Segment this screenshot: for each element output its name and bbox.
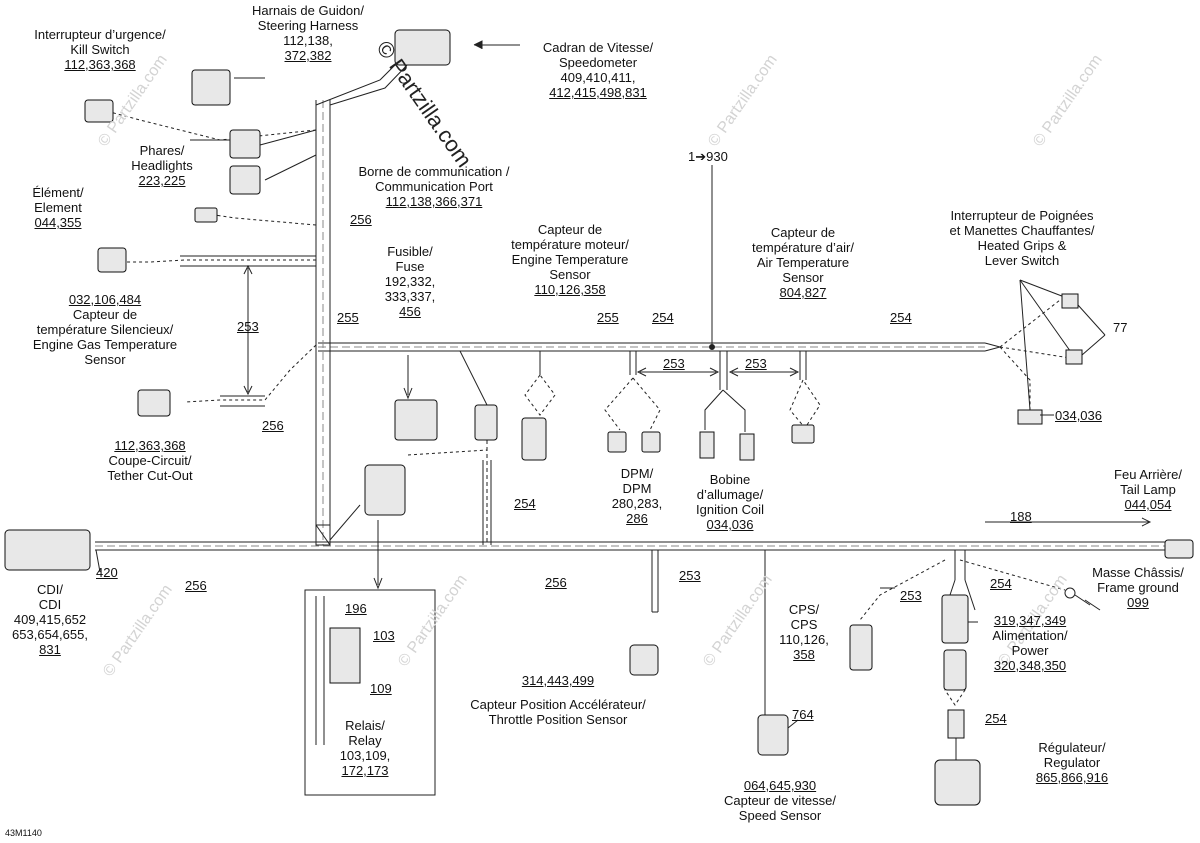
speedometer-label: Cadran de Vitesse/Speedometer 409,410,41…: [542, 40, 654, 100]
callout-255: 255: [337, 310, 359, 325]
steering-harness-label: Harnais de Guidon/Steering Harness 112,1…: [251, 3, 365, 63]
fuse-box-shape: [394, 399, 438, 441]
grips-connector-shape-1: [1061, 293, 1079, 309]
callout-253: 253: [745, 356, 767, 371]
callout-254: 254: [514, 496, 536, 511]
steering-harness-connector-shape: [191, 69, 231, 106]
regulator-label: Régulateur/Regulator 865,866,916: [1035, 740, 1109, 785]
callout-254: 254: [985, 711, 1007, 726]
throttle-sensor-connector-shape: [629, 644, 659, 676]
element-label: Élément/Element 044,355: [32, 185, 84, 230]
power-connector-shape-2: [943, 649, 967, 691]
speed-sensor-label: 064,645,930 Capteur de vitesse/Speed Sen…: [723, 778, 837, 823]
tail-lamp-label: Feu Arrière/Tail Lamp 044,054: [1114, 467, 1182, 512]
headlight-connector-shape-2: [229, 165, 261, 195]
gas-temp-connector-shape: [97, 247, 127, 273]
grips-connector-shape-2: [1065, 349, 1083, 365]
frame-ground-ring: [1064, 587, 1076, 599]
callout-255: 255: [597, 310, 619, 325]
callout-256: 256: [350, 212, 372, 227]
engine-temp-connector-shape: [521, 417, 547, 461]
fuse-label: Fusible/Fuse 192,332,333,337, 456: [384, 244, 436, 319]
throttle-label: 314,443,499: [521, 673, 595, 688]
relay-shape: [329, 627, 361, 684]
callout-253: 253: [679, 568, 701, 583]
cdi-module-shape: [4, 529, 91, 571]
callout-930: 1➔930: [688, 149, 728, 164]
ignition-coil-terminal-1: [699, 431, 715, 459]
speedometer-connector-shape: [394, 29, 451, 66]
frame-ground-label: Masse Châssis/Frame ground 099: [1092, 565, 1184, 610]
regulator-connector-shape: [934, 759, 981, 806]
callout-256: 256: [262, 418, 284, 433]
callout-254: 254: [990, 576, 1012, 591]
callout-77: 77: [1113, 320, 1128, 335]
speed-sensor-connector-shape: [757, 714, 789, 756]
cps-connector-shape: [849, 624, 873, 671]
callout-764: 764: [792, 707, 814, 722]
regulator-lead-shape: [947, 709, 965, 739]
callout-420: 420: [96, 565, 118, 580]
air-temp-connector-shape: [791, 424, 815, 444]
tether-label: 112,363,368 Coupe-Circuit/Tether Cut-Out: [107, 438, 193, 483]
callout-188: 188: [1010, 509, 1032, 524]
callout-254: 254: [890, 310, 912, 325]
diagram-reference: 43M1140: [5, 828, 42, 838]
comm-port-label: Borne de communication /Communication Po…: [358, 164, 510, 209]
callout-034-036: 034,036: [1055, 408, 1102, 423]
element-connector-shape: [194, 207, 218, 223]
ignition-coil-terminal-2: [739, 433, 755, 461]
relay-inset-box: [304, 589, 436, 796]
dpm-connector-shape-2: [641, 431, 661, 453]
relay-socket-shape: [364, 464, 406, 516]
comm-port-connector-shape: [474, 404, 498, 441]
callout-254: 254: [652, 310, 674, 325]
throttle-name-label: Capteur Position Accélérateur/Throttle P…: [470, 697, 646, 727]
dpm-connector-shape-1: [607, 431, 627, 453]
callout-253: 253: [663, 356, 685, 371]
callout-253: 253: [237, 319, 259, 334]
callout-103: 103: [373, 628, 395, 643]
callout-256: 256: [545, 575, 567, 590]
power-connector-shape-1: [941, 594, 969, 644]
tether-connector-shape: [137, 389, 171, 417]
dpm-label: DPM/DPM 280,283,286: [611, 466, 663, 526]
tail-lamp-connector-shape: [1164, 539, 1194, 559]
headlights-label: Phares/Headlights 223,225: [131, 143, 193, 188]
power-label: 319,347,349 Alimentation/Power 320,348,3…: [992, 613, 1068, 673]
kill-switch-label: Interrupteur d’urgence/Kill Switch 112,3…: [34, 27, 166, 72]
callout-109: 109: [370, 681, 392, 696]
callout-196: 196: [345, 601, 367, 616]
cps-label: CPS/CPS 110,126,358: [779, 602, 829, 662]
headlight-connector-shape-1: [229, 129, 261, 159]
relay-label: Relais/Relay 103,109,172,173: [339, 718, 391, 778]
callout-253: 253: [900, 588, 922, 603]
callout-256: 256: [185, 578, 207, 593]
kill-switch-connector-shape: [84, 99, 114, 123]
grips-connector-shape-3: [1017, 409, 1043, 425]
